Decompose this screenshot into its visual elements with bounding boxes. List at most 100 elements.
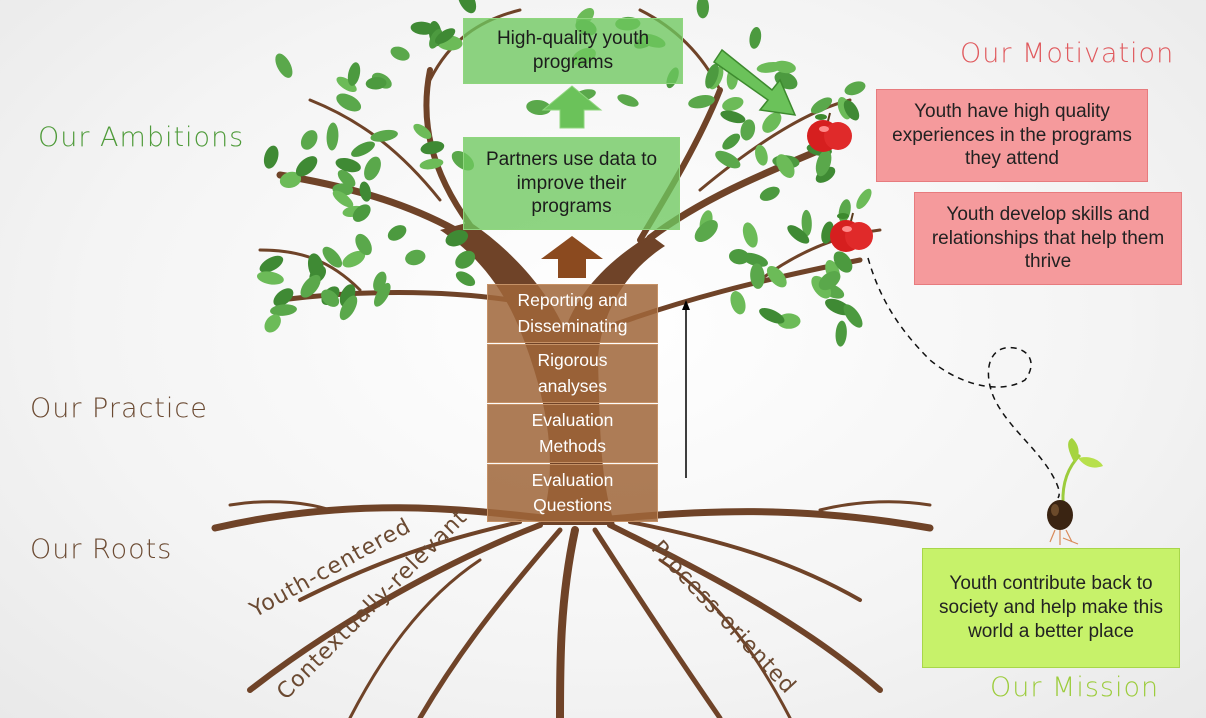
leaf [715, 150, 741, 169]
apple-icon [830, 212, 873, 252]
practice-heading: Our Practice [30, 393, 208, 424]
leaf [705, 63, 719, 89]
leaf [419, 158, 444, 170]
leaf [833, 251, 853, 273]
ambitions-heading: Our Ambitions [38, 122, 245, 153]
progress-arrow [682, 300, 690, 478]
leaf [364, 156, 381, 181]
leaf [749, 26, 762, 49]
diagonal-arrow-green [712, 48, 797, 116]
ambition-middle-text: Partners use data to improve their progr… [485, 148, 658, 218]
motivation-heading: Our Motivation [960, 38, 1175, 69]
leaf [773, 60, 796, 74]
up-arrow-green [541, 85, 603, 129]
practice-block-text: Evaluation Methods [531, 410, 614, 456]
leaf [766, 266, 787, 288]
leaf [332, 190, 354, 208]
ambition-box-middle: Partners use data to improve their progr… [463, 137, 680, 230]
leaf [722, 96, 744, 112]
leaf [365, 77, 387, 90]
leaf [843, 100, 860, 121]
leaf [434, 28, 456, 44]
leaf [722, 133, 741, 150]
ambition-box-top: High-quality youth programs [463, 18, 683, 84]
leaf [347, 62, 361, 86]
leaf [410, 21, 435, 35]
leaf [336, 76, 357, 93]
motivation-box: Youth develop skills and relationships t… [914, 192, 1182, 285]
leaf [321, 289, 340, 307]
leaf [275, 53, 293, 78]
practice-block: Rigorous analyses [487, 344, 658, 403]
leaf [259, 255, 284, 273]
leaf [750, 263, 765, 289]
leaf [322, 246, 343, 268]
leaf [730, 291, 746, 315]
leaf [351, 141, 375, 157]
motivation-box: Youth have high quality experiences in t… [876, 89, 1148, 182]
leaf [455, 250, 476, 269]
falling-path [867, 257, 1060, 499]
leaf [457, 0, 477, 14]
mission-box: Youth contribute back to society and hel… [922, 548, 1180, 668]
leaf [390, 46, 410, 61]
roots-heading: Our Roots [30, 534, 173, 565]
leaf [270, 304, 297, 316]
leaf [300, 274, 321, 298]
practice-block-text: Rigorous analyses [537, 350, 608, 396]
leaf [696, 0, 709, 19]
leaf [355, 233, 372, 256]
leaf [856, 188, 872, 210]
leaf [843, 304, 863, 328]
leaf [370, 129, 398, 142]
leaf [740, 119, 756, 141]
leaf [801, 209, 812, 237]
leaf [359, 181, 372, 202]
leaf [295, 156, 318, 177]
leaf [405, 249, 426, 266]
leaf [688, 95, 715, 109]
leaf [755, 144, 768, 166]
tree-roots [211, 500, 934, 718]
leaf [742, 222, 758, 248]
leaf [326, 122, 339, 151]
leaf [335, 157, 361, 173]
leaf [617, 94, 639, 107]
leaf [776, 154, 795, 178]
leaf [342, 250, 366, 268]
leaf [339, 295, 358, 321]
leaf [352, 204, 371, 222]
leaf [263, 145, 279, 169]
practice-block: Evaluation Methods [487, 404, 658, 463]
leaf [264, 314, 281, 333]
practice-block-text: Evaluation Questions [531, 469, 614, 515]
leaf [256, 271, 284, 285]
leaf [759, 307, 785, 324]
leaf [373, 271, 387, 292]
leaf [445, 229, 469, 247]
leaf [818, 271, 841, 291]
leaf [759, 186, 780, 201]
motivation-text: Youth develop skills and relationships t… [931, 203, 1165, 273]
motivation-text: Youth have high quality experiences in t… [892, 100, 1132, 170]
leaf [455, 271, 476, 287]
leaf [787, 225, 810, 244]
leaf [720, 110, 746, 124]
practice-block: Evaluation Questions [487, 464, 658, 522]
leaf [729, 249, 750, 265]
practice-block-text: Reporting and Disseminating [517, 290, 628, 336]
leaf [420, 141, 445, 155]
seedling-icon [1047, 438, 1103, 545]
leaf [336, 93, 362, 112]
leaf [374, 282, 391, 307]
leaf [279, 171, 302, 189]
ambition-top-text: High-quality youth programs [496, 28, 650, 73]
leaf [694, 220, 718, 242]
leaf [387, 225, 407, 241]
up-arrow-brown [541, 236, 603, 278]
leaf [413, 123, 432, 139]
leaf [835, 320, 847, 347]
mission-heading: Our Mission [990, 672, 1160, 703]
practice-block: Reporting and Disseminating [487, 284, 658, 343]
